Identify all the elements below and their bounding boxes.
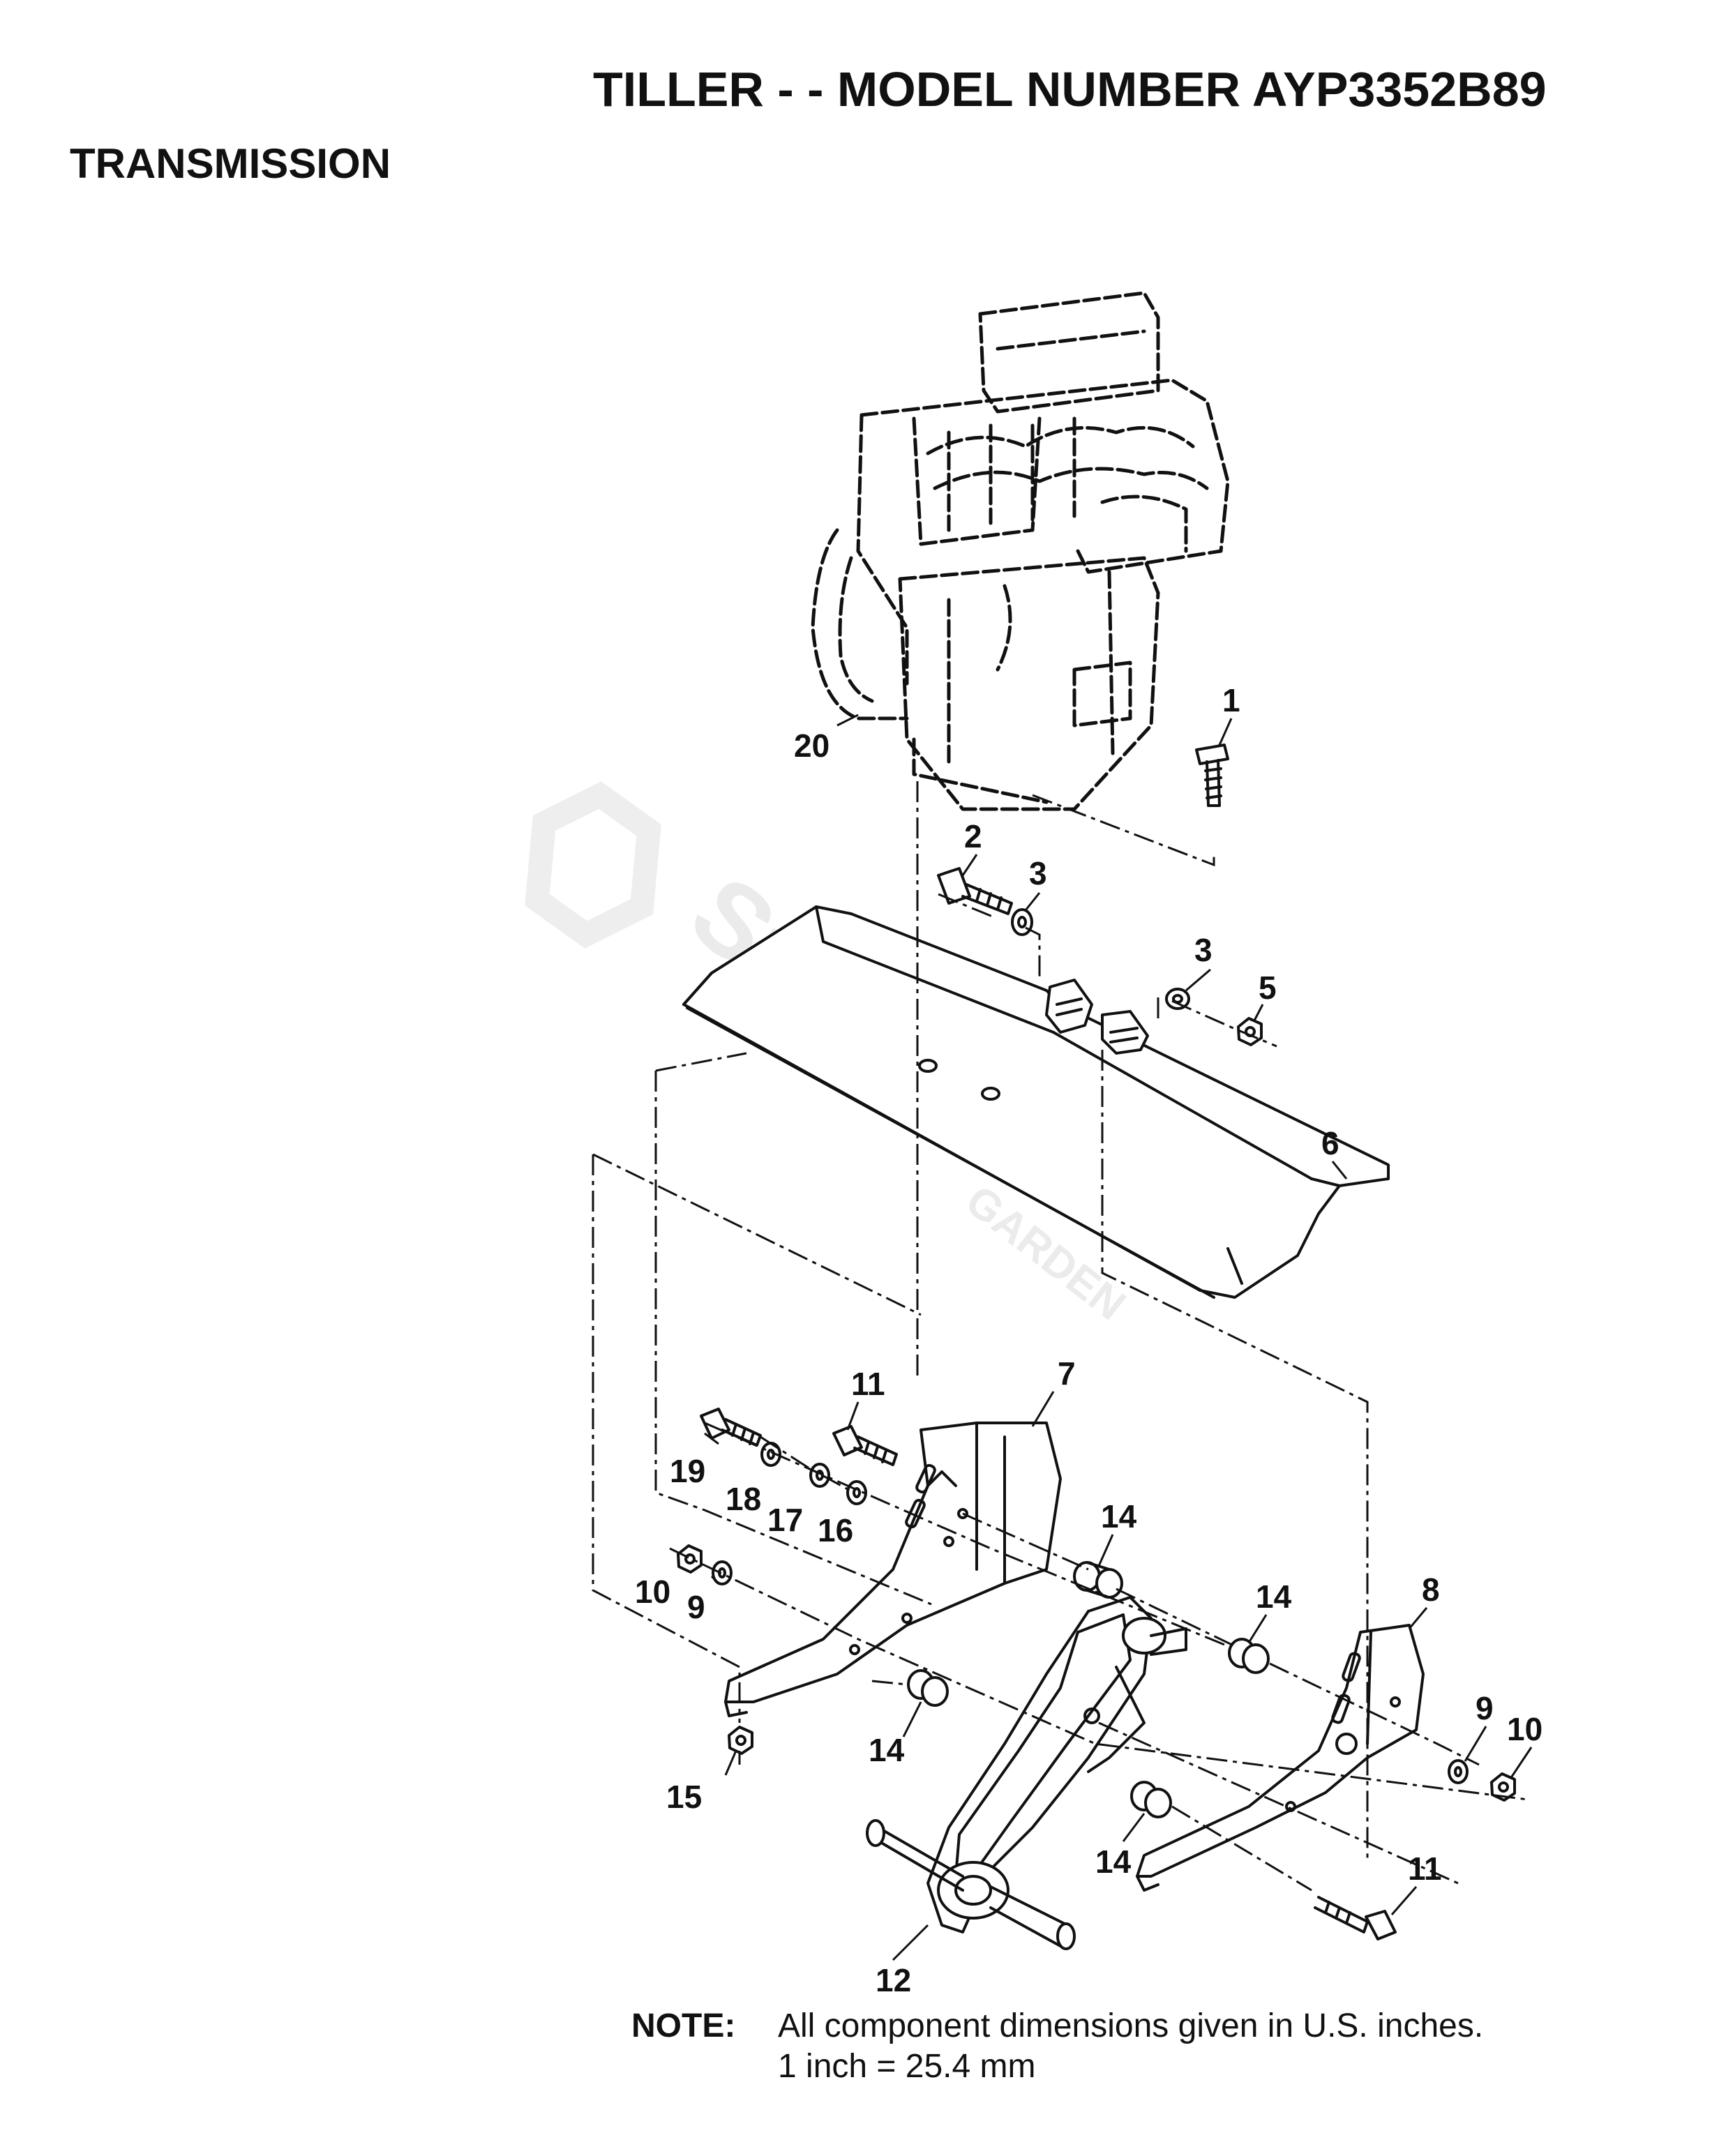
note: NOTE: All component dimensions given in U… <box>631 2006 1483 2087</box>
callout-8: 8 <box>1422 1571 1440 1608</box>
nut-part-10-right <box>1490 1772 1516 1802</box>
callout-14-d: 14 <box>1095 1844 1132 1880</box>
bolt-part-11-top <box>832 1425 898 1466</box>
nut-part-10-left <box>677 1544 703 1574</box>
callout-6: 6 <box>1321 1125 1339 1161</box>
note-line-1: All component dimensions given in U.S. i… <box>778 2007 1484 2044</box>
washer-part-9-left <box>712 1560 733 1585</box>
note-line-2: 1 inch = 25.4 mm <box>778 2048 1036 2085</box>
callout-20: 20 <box>794 728 830 764</box>
tine-frame-part-7 <box>724 1422 1062 1717</box>
nut-part-15 <box>728 1726 753 1755</box>
callout-10-right: 10 <box>1507 1711 1542 1747</box>
note-label: NOTE: <box>631 2007 736 2044</box>
callout-18: 18 <box>726 1481 761 1517</box>
page-title: TILLER - - MODEL NUMBER AYP3352B89 <box>593 62 1547 116</box>
spacer-part-14-c <box>907 1669 949 1707</box>
section-title: TRANSMISSION <box>70 140 391 187</box>
callout-14-a: 14 <box>1101 1498 1137 1535</box>
callout-11-bottom: 11 <box>1408 1850 1442 1887</box>
callout-3-right: 3 <box>1194 932 1213 968</box>
callout-9-right: 9 <box>1476 1690 1494 1726</box>
bolt-part-1 <box>1195 744 1229 807</box>
bolt-part-19 <box>700 1408 762 1447</box>
bolt-part-11-bottom <box>1314 1896 1397 1940</box>
washer-part-9-right <box>1448 1759 1469 1784</box>
callout-19: 19 <box>670 1453 705 1489</box>
washer-part-17 <box>809 1463 830 1488</box>
washer-part-3-right <box>1165 988 1190 1010</box>
callout-11-top: 11 <box>851 1366 885 1402</box>
callout-12: 12 <box>876 1962 911 1998</box>
spacer-part-14-a <box>1073 1561 1123 1599</box>
callout-9-left: 9 <box>687 1589 705 1625</box>
engine-part-20 <box>811 291 1230 811</box>
washer-part-3-left <box>1011 908 1033 936</box>
spacer-part-14-b <box>1228 1638 1270 1674</box>
alignment-lines <box>592 781 1529 1892</box>
callout-1: 1 <box>1222 682 1240 718</box>
callout-3-left: 3 <box>1029 855 1047 891</box>
callout-7: 7 <box>1058 1355 1076 1392</box>
callout-5: 5 <box>1259 970 1277 1006</box>
callout-numbers: 1 2 3 3 5 6 7 8 9 9 10 10 11 11 12 14 14… <box>635 682 1542 1998</box>
callout-17: 17 <box>767 1502 803 1538</box>
tine-frame-part-8 <box>1136 1624 1425 1892</box>
chain-case-part-12 <box>866 1596 1187 1950</box>
callout-15: 15 <box>666 1779 702 1815</box>
callout-16: 16 <box>818 1512 853 1548</box>
bolt-part-2 <box>937 867 1013 915</box>
spacer-part-14-d <box>1130 1781 1172 1818</box>
callout-14-b: 14 <box>1256 1578 1292 1615</box>
callout-2: 2 <box>964 818 982 854</box>
watermark-logo-icon <box>525 781 661 949</box>
callout-14-c: 14 <box>869 1732 905 1768</box>
tine-shield-part-6 <box>682 905 1390 1299</box>
callout-10-left: 10 <box>635 1574 670 1610</box>
